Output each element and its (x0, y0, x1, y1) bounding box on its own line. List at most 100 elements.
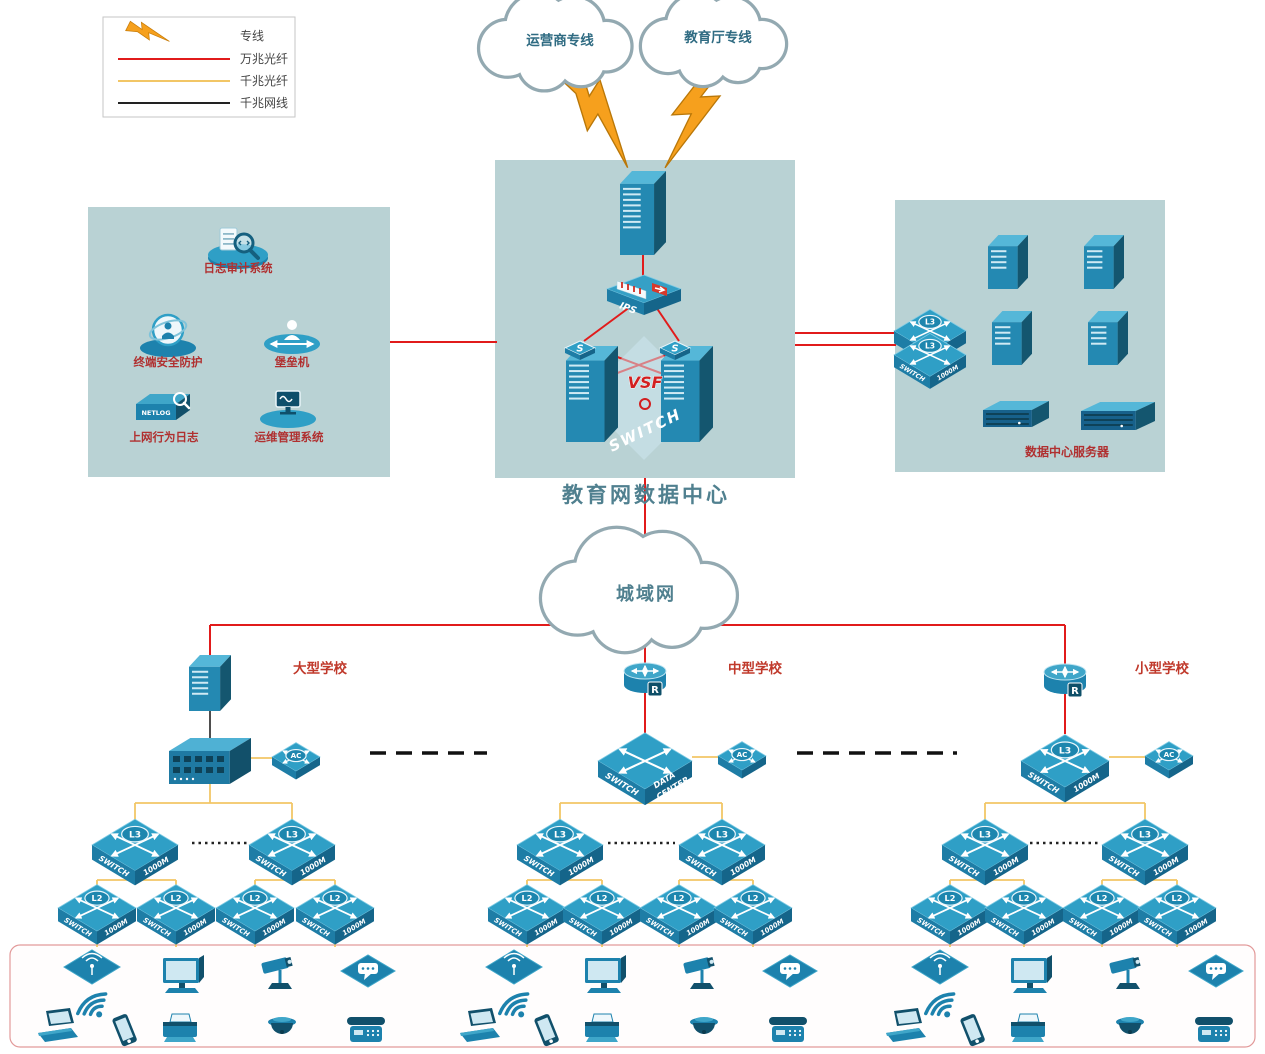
switch-badge-label: L2 (1172, 893, 1183, 903)
telephone-icon (769, 1017, 807, 1042)
legend-lightning-icon (125, 20, 170, 42)
wifi-signal-icon (924, 992, 956, 1018)
ptz-camera-icon (1109, 956, 1141, 989)
core-firewall-tower (620, 171, 666, 255)
netlog-label: 上网行为日志 (130, 430, 199, 444)
switch-badge (322, 890, 348, 906)
switch-badge-label: L2 (1019, 893, 1030, 903)
switch-badge (163, 890, 189, 906)
log-audit-icon (208, 227, 268, 269)
switch-badge (84, 890, 110, 906)
legend-box (102, 16, 296, 118)
printer-icon (1011, 1013, 1045, 1042)
smartphone-icon (112, 1014, 137, 1047)
switch-badge (731, 747, 753, 762)
labels: 专线 万兆光纤 千兆光纤 千兆网线 运营商专线 教育厅专线 城域网 教育网数据中… (130, 28, 1190, 677)
switch-badge-label: L3 (554, 830, 566, 840)
core-server-left (566, 346, 618, 442)
printer-icon (585, 1013, 619, 1042)
cloud-education-label: 教育厅专线 (684, 29, 752, 46)
bastion-host-icon (264, 320, 320, 354)
switch-badge-label: L2 (748, 893, 759, 903)
switch-badge (546, 825, 574, 843)
switch-badge-label: L3 (1059, 745, 1071, 756)
cloud-education (638, 0, 789, 89)
datacenter-title: 教育网数据中心 (562, 482, 730, 507)
wifi-ap-icon (911, 949, 969, 985)
telephone-icon (347, 1017, 385, 1042)
dome-camera-icon (1116, 1017, 1144, 1034)
switch-badge-label: L3 (979, 830, 991, 840)
log-audit-label: 日志审计系统 (204, 261, 273, 275)
switch-badge-label: L3 (129, 830, 141, 840)
switch-badge-label: L3 (286, 830, 298, 840)
switch-badge-label: AC (291, 751, 302, 760)
switch-badge (1050, 741, 1080, 759)
ac-wireless-controller: AC (271, 742, 321, 780)
router-badge-label: R (1071, 686, 1079, 697)
switch-badge-label: L2 (674, 893, 685, 903)
cloud-operator-label: 运营商专线 (526, 32, 594, 49)
rack-server (983, 401, 1049, 427)
switch-badge (121, 825, 149, 843)
switch-badge-label: L2 (250, 893, 261, 903)
router-small-school: R (1043, 663, 1087, 698)
switch-badge (971, 825, 999, 843)
switch-badge-label: L3 (716, 830, 728, 840)
laptop-icon (886, 1008, 926, 1042)
legend-label: 千兆网线 (240, 96, 288, 110)
school-storage-server (169, 738, 251, 784)
switch-badge (666, 890, 692, 906)
vsf-ring-icon (639, 398, 651, 410)
bastion-label: 堡垒机 (275, 355, 310, 369)
ac-wireless-controller: AC (717, 741, 767, 779)
switch-badge (918, 338, 942, 354)
school-firewall (189, 655, 231, 711)
legend-label: 万兆光纤 (240, 52, 288, 66)
cloud-man (538, 525, 740, 655)
ops-mgmt-label: 运维管理系统 (255, 430, 324, 444)
desktop-monitor-icon (163, 955, 204, 993)
telephone-icon (1195, 1017, 1233, 1042)
router-badge (647, 681, 663, 697)
netlog-tag: NETLOG (141, 409, 170, 417)
switch-badge (740, 890, 766, 906)
switch-badge-label: AC (737, 750, 748, 759)
legend-label: 千兆光纤 (240, 74, 288, 88)
switch-badge (514, 890, 540, 906)
switch-badge-label: L2 (330, 893, 341, 903)
core-server-right (661, 346, 713, 442)
ptz-camera-icon (683, 956, 715, 989)
school-small-label: 小型学校 (1135, 660, 1189, 677)
datacenter-server-tower (992, 311, 1032, 365)
school-medium-label: 中型学校 (728, 660, 782, 677)
wifi-ap-icon (63, 949, 121, 985)
school-large-label: 大型学校 (293, 660, 347, 677)
datacenter-server-tower (988, 235, 1028, 289)
router-badge (1067, 682, 1083, 698)
switch-badge-label: L2 (945, 893, 956, 903)
switch-badge-label: L2 (92, 893, 103, 903)
switch-badge (242, 890, 268, 906)
chat-terminal-icon (1188, 954, 1244, 988)
switch-badge (285, 748, 307, 763)
switch-badge-label: L2 (522, 893, 533, 903)
wifi-signal-icon (498, 992, 530, 1018)
